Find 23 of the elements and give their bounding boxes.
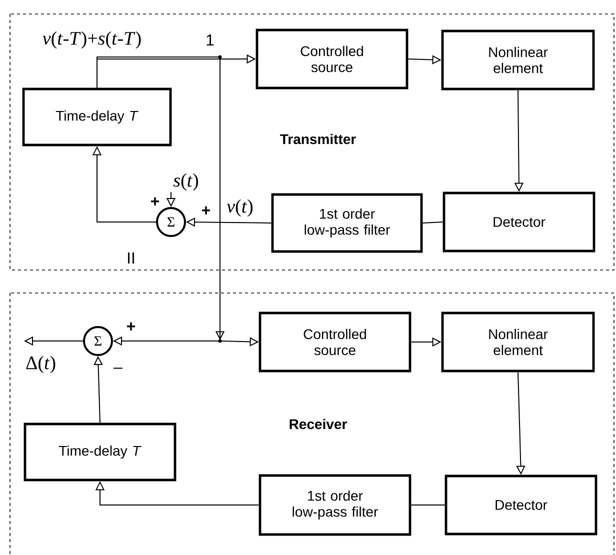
block-box: Detector bbox=[444, 474, 598, 536]
signal-label: v(t) bbox=[226, 199, 253, 217]
block-box: Nonlinear element bbox=[441, 30, 595, 90]
frame-title: Transmitter bbox=[280, 134, 356, 144]
block-box: 1st order low-pass filter bbox=[271, 193, 423, 253]
block-box: Controlled source bbox=[258, 312, 412, 372]
block-box: Controlled source bbox=[256, 28, 408, 90]
block-box: Time-delay T bbox=[22, 88, 172, 146]
block-box: Nonlinear element bbox=[441, 312, 595, 372]
block-box: 1st order low-pass filter bbox=[258, 474, 412, 536]
sign-label: + bbox=[151, 197, 160, 206]
arrow bbox=[96, 56, 220, 346]
block-box: Detector bbox=[442, 192, 596, 252]
signal-label: Δ(t) bbox=[26, 356, 56, 374]
frame-title: Receiver bbox=[290, 418, 347, 430]
point-label: II bbox=[128, 252, 134, 264]
point-label: 1 bbox=[206, 34, 214, 46]
sign-label: – bbox=[114, 368, 122, 369]
signal-label: s(t) bbox=[173, 173, 198, 191]
sign-label: + bbox=[202, 206, 210, 214]
sign-label: + bbox=[127, 322, 136, 330]
v-label: v(t-T)+s(t-T) bbox=[42, 31, 141, 49]
block-box: Time-delay T bbox=[24, 422, 176, 482]
